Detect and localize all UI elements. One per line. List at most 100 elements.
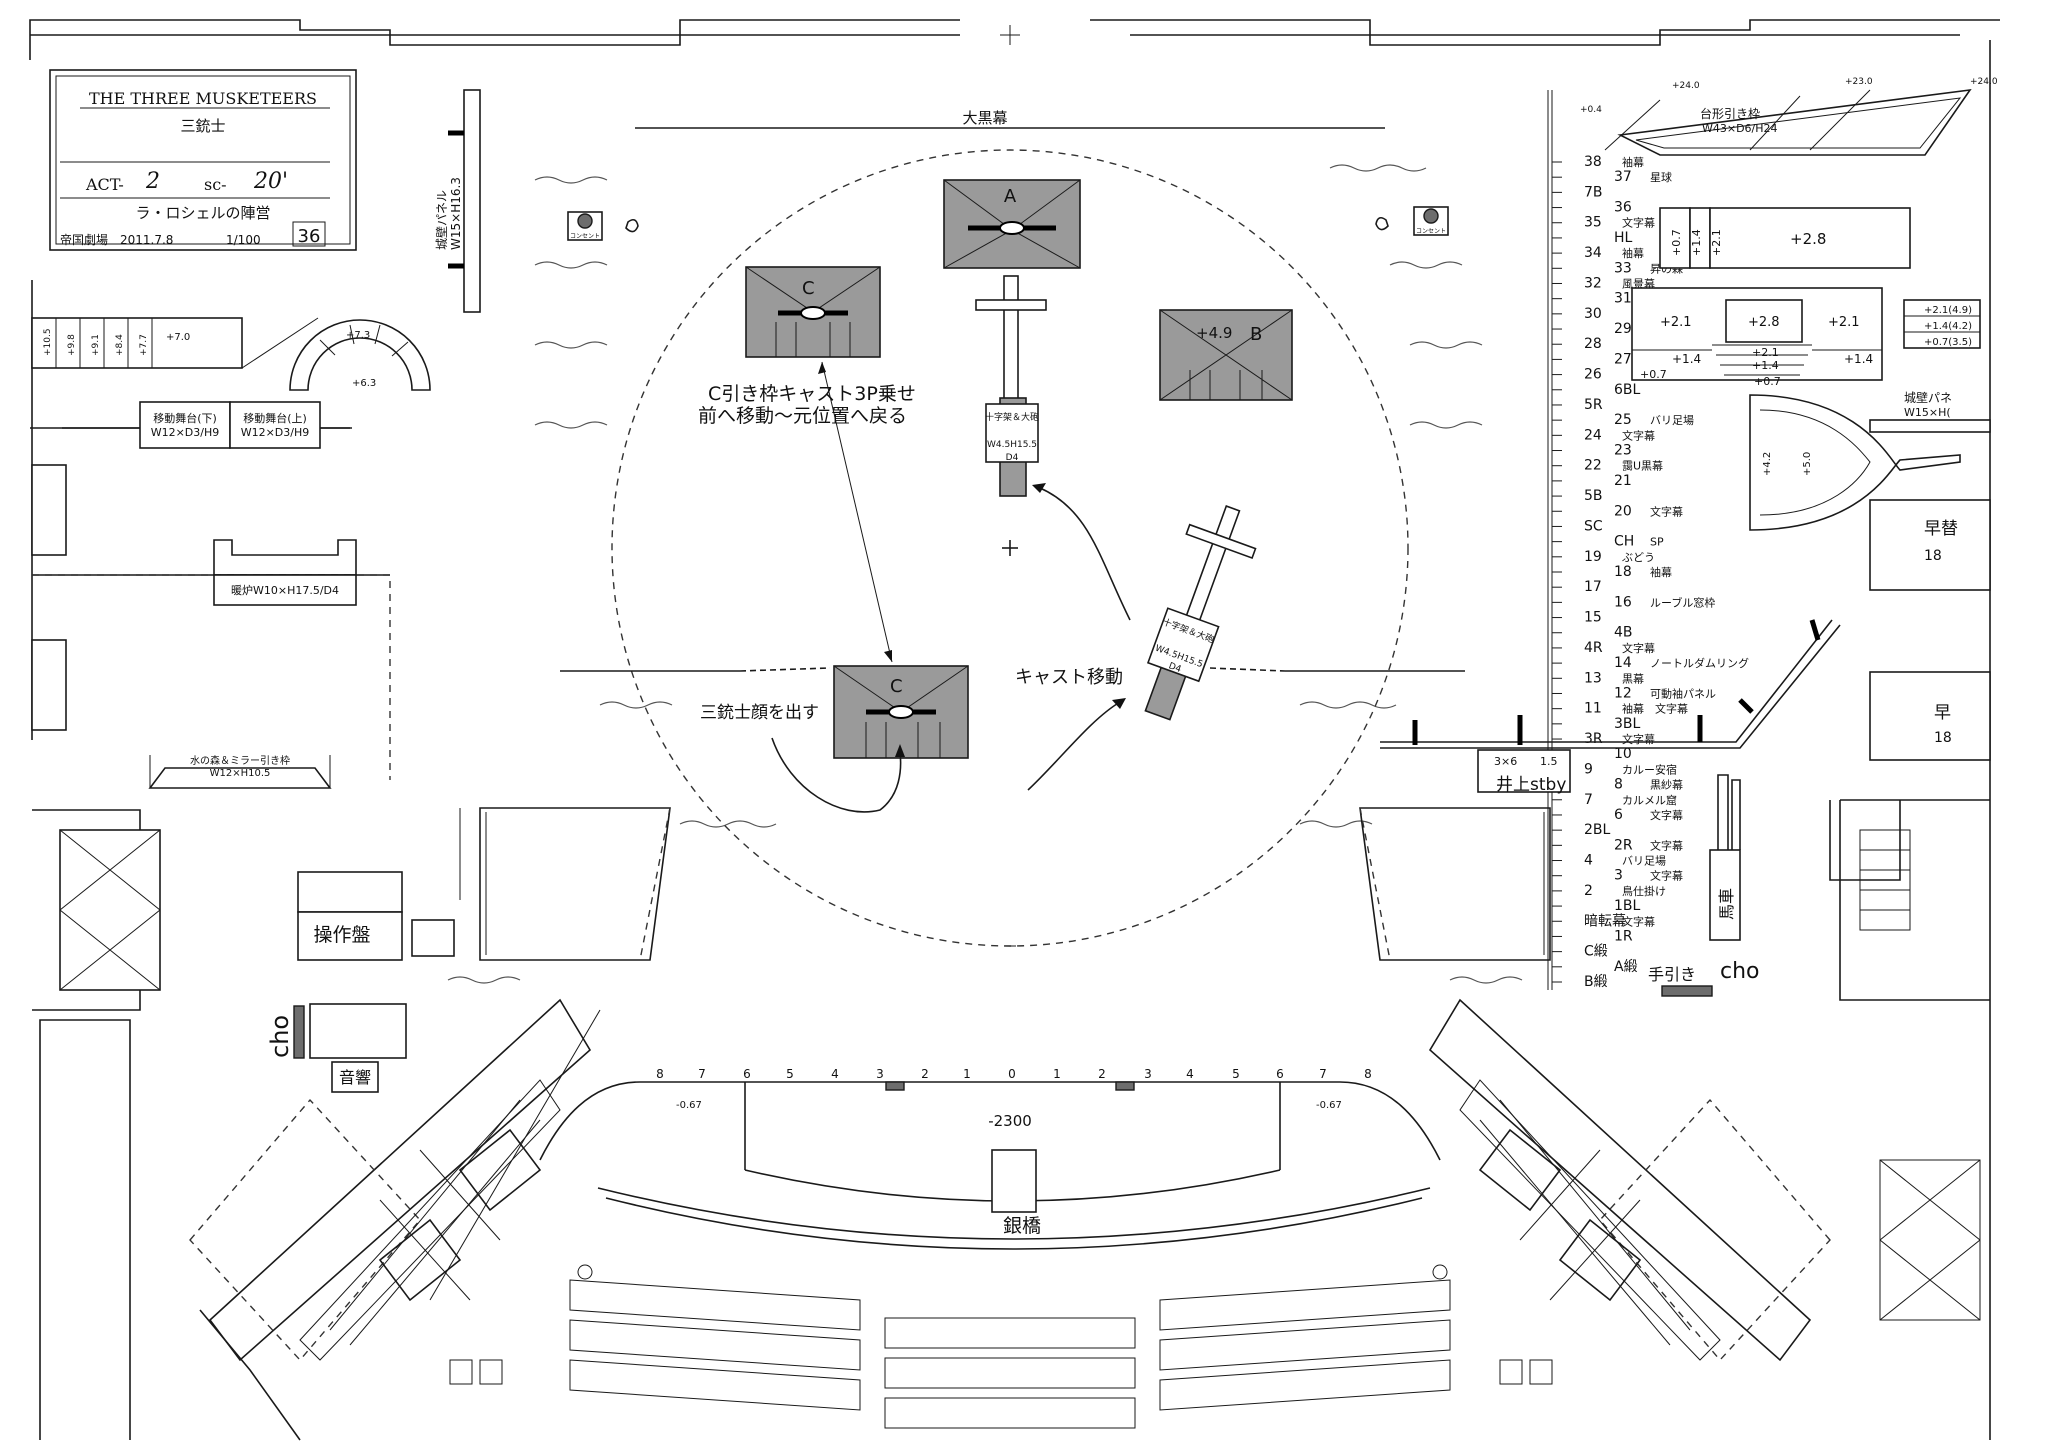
line-set-number: 6: [1614, 807, 1623, 823]
sheet-number: 36: [298, 226, 321, 247]
scene-label: sc-: [204, 175, 227, 194]
line-set-number: 14: [1614, 655, 1632, 671]
line-set-number: 3: [1614, 868, 1623, 884]
line-set-number: 37: [1614, 169, 1632, 185]
svg-text:7: 7: [1319, 1067, 1327, 1081]
line-set-number: CH: [1614, 534, 1634, 550]
frame-c-upper-label: C: [802, 278, 815, 299]
line-set-number: 18: [1614, 564, 1632, 580]
small-stack: +2.1(4.9) +1.4(4.2) +0.7(3.5): [1903, 299, 1981, 349]
venue-date: 帝国劇場 2011.7.8: [60, 232, 173, 247]
svg-text:+2.1: +2.1: [1752, 346, 1779, 359]
svg-text:+2.1: +2.1: [1828, 315, 1860, 330]
line-set-number: A緞: [1614, 959, 1638, 975]
upstage-area: 大黒幕 城壁パネル W15×H16.3 コンセント コンセント: [434, 25, 1449, 313]
mobile-stages: 移動舞台(下) W12×D3/H9 移動舞台(上) W12×D3/H9: [62, 401, 350, 449]
line-set-description: カルー安宿: [1622, 762, 1677, 776]
svg-text:+7.3: +7.3: [346, 330, 370, 341]
line-set-number: 32: [1584, 275, 1602, 291]
svg-text:早替: 早替: [1924, 519, 1958, 539]
line-set-description: 文字幕: [1650, 838, 1683, 852]
trapezoid-frame: 台形引き枠 W43×D6/H24 +0.4 +24.0 +23.0 +24.0: [1580, 77, 1998, 156]
svg-text:+2.1: +2.1: [1660, 315, 1692, 330]
line-set-labels: 38袖幕37星球7B3635文字幕HL34袖幕33昇の森32風景幕3130292…: [1584, 154, 1749, 990]
back-curtain-label: 大黒幕: [962, 109, 1007, 127]
svg-text:W12×H10.5: W12×H10.5: [210, 768, 271, 779]
svg-text:+6.3: +6.3: [352, 378, 376, 389]
svg-text:W15×H(: W15×H(: [1904, 406, 1951, 419]
line-set-number: 8: [1614, 777, 1623, 793]
svg-text:2: 2: [1098, 1067, 1106, 1081]
audience-seats: [449, 1264, 1553, 1429]
svg-text:城壁パネ: 城壁パネ: [1904, 390, 1952, 405]
line-set-description: 文字幕: [1622, 732, 1655, 746]
line-set-number: 10: [1614, 746, 1632, 762]
svg-text:+4.2: +4.2: [1762, 452, 1773, 476]
sound-label: 音響: [339, 1068, 371, 1087]
line-set-number: 28: [1584, 336, 1602, 352]
svg-text:+24.0: +24.0: [1970, 77, 1998, 87]
svg-text:2: 2: [921, 1067, 929, 1081]
svg-text:+0.7: +0.7: [1670, 229, 1683, 256]
row-numbers: 8 7 6 5 4 3 2 1 0 1 2 3 4 5 6 7 8: [656, 1067, 1372, 1081]
mobile-stage-lower-label: 移動舞台(下): [153, 411, 217, 425]
svg-text:+7.7: +7.7: [139, 334, 149, 356]
svg-text:+5.0: +5.0: [1802, 452, 1813, 476]
line-set-number: 23: [1614, 443, 1632, 459]
wagon-frame-b: B +4.9: [1159, 309, 1293, 401]
svg-text:W4.5H15.5: W4.5H15.5: [987, 440, 1037, 450]
line-set-number: 25: [1614, 412, 1632, 428]
line-set-description: 文字幕: [1622, 216, 1655, 230]
line-set-description: 文字幕: [1650, 869, 1683, 883]
line-set-number: C緞: [1584, 944, 1608, 960]
line-set-number: 9: [1584, 761, 1593, 777]
svg-text:+1.4: +1.4: [1844, 352, 1873, 366]
wagon-frame-c-lower: C: [833, 665, 969, 759]
act-value: 2: [145, 169, 160, 194]
svg-text:7: 7: [698, 1067, 706, 1081]
frame-a-label: A: [1004, 186, 1017, 207]
line-set-number: 24: [1584, 427, 1602, 443]
svg-text:+9.1: +9.1: [91, 334, 101, 356]
svg-text:+7.0: +7.0: [166, 332, 190, 343]
carriage-label: 馬車: [1717, 888, 1736, 920]
castle-panel-dims: W15×H16.3: [449, 177, 463, 250]
water-waves: [447, 164, 1523, 984]
movement-arrows: [771, 361, 1131, 813]
pit-depth-label: -2300: [988, 1112, 1032, 1130]
line-set-number: 26: [1584, 367, 1602, 383]
line-set-description: 文字幕: [1622, 641, 1655, 655]
line-set-description: バリ足場: [1622, 855, 1666, 868]
svg-text:+1.4(4.2): +1.4(4.2): [1924, 321, 1972, 332]
svg-text:+0.4: +0.4: [1580, 105, 1602, 115]
svg-text:コンセント: コンセント: [1416, 228, 1446, 235]
line-set-description: 可動袖パネル: [1650, 686, 1716, 700]
tower-left: [189, 998, 601, 1441]
ship-piece: +4.2 +5.0 城壁パネ W15×H(: [1749, 390, 1991, 531]
svg-text:+1.4: +1.4: [1752, 359, 1779, 372]
line-set-number: 33: [1614, 260, 1632, 276]
svg-text:18: 18: [1924, 548, 1942, 564]
note-musketeers: 三銃士顔を出す: [700, 703, 819, 723]
console-area: 操作盤 cho 音響: [266, 871, 455, 1093]
svg-text:早: 早: [1934, 703, 1951, 723]
line-set-number: 20: [1614, 503, 1632, 519]
cho-left-label: cho: [266, 1015, 294, 1058]
line-set-description: 袖幕 文字幕: [1622, 702, 1688, 716]
line-set-description: 星球: [1650, 170, 1672, 184]
castle-panel-left: [463, 89, 481, 313]
trap-frame-label: 台形引き枠: [1700, 106, 1760, 121]
line-set-description: カルメル窟: [1622, 793, 1677, 807]
note-c-frame-move-1: C引き枠キャスト3P乗せ: [708, 383, 916, 405]
svg-text:+1.4: +1.4: [1672, 352, 1701, 366]
quick-change-rooms: 早替 18 早 18: [1869, 499, 1991, 761]
wagon-frame-a: A: [943, 179, 1081, 269]
svg-text:D4: D4: [1006, 453, 1019, 463]
svg-text:6: 6: [1276, 1067, 1284, 1081]
line-set-description: 袖幕: [1650, 565, 1672, 579]
proscenium-left: [459, 807, 671, 961]
line-set-number: 17: [1584, 579, 1602, 595]
svg-text:5: 5: [786, 1067, 794, 1081]
stepped-platform: +0.7 +1.4 +2.1 +2.8: [1659, 207, 1911, 269]
